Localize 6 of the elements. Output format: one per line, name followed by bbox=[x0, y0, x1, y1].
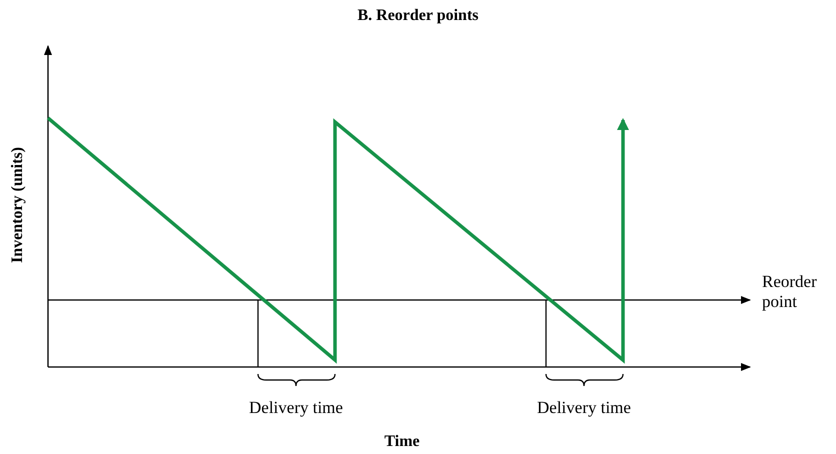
chart-title: B. Reorder points bbox=[356, 6, 480, 26]
bracket-label: Delivery time bbox=[248, 398, 344, 418]
bracket-label: Delivery time bbox=[536, 398, 632, 418]
axis-title: Time bbox=[383, 432, 421, 452]
line-label: Reorder point bbox=[762, 272, 818, 312]
axis-title: Inventory (units) bbox=[8, 146, 27, 266]
